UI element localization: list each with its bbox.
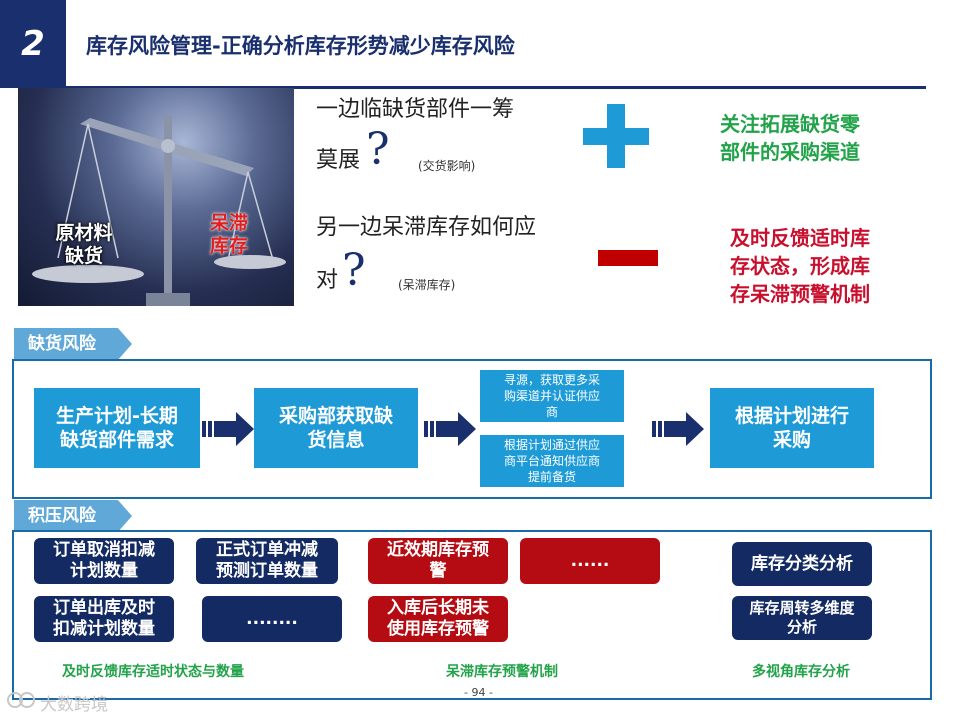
minus-icon <box>598 250 658 266</box>
near-expiry-warning-card: 近效期库存预 警 <box>368 538 508 584</box>
stagnant-warning-text: 及时反馈适时库 存状态，形成库 存呆滞预警机制 <box>730 226 870 306</box>
shortage-question-line1: 一边临缺货部件一筹 <box>316 97 515 122</box>
caption-warning-mechanism: 呆滞库存预警机制 <box>446 664 558 680</box>
raw-material-shortage-label: 原材料 缺货 <box>55 222 113 267</box>
shortage-question-line2: 莫展 <box>316 148 361 173</box>
arrow-right-icon <box>202 412 254 446</box>
order-outbound-card: 订单出库及时 扣减计划数量 <box>34 596 174 642</box>
overstock-risk-frame <box>12 530 932 700</box>
stagnant-inventory-label: 呆滞 库存 <box>209 212 248 257</box>
caption-feedback: 及时反馈库存适时状态与数量 <box>62 664 244 680</box>
caption-multi-analysis: 多视角库存分析 <box>752 664 850 680</box>
shortage-note: (交货影响) <box>418 159 476 173</box>
balance-scale-icon <box>32 116 286 306</box>
section-number: 2 <box>0 0 66 88</box>
shortage-risk-tab: 缺货风险 <box>14 328 132 360</box>
question-mark-icon: ? <box>342 245 366 296</box>
purchasing-info-step: 采购部获取缺 货信息 <box>254 388 418 468</box>
title-divider <box>66 86 926 89</box>
supplier-notify-step: 根据计划通过供应 商平台通知供应商 提前备货 <box>480 435 624 487</box>
stagnant-question-line1: 另一边呆滞库存如何应 <box>316 215 537 240</box>
arrow-right-icon <box>424 412 476 446</box>
procurement-step: 根据计划进行 采购 <box>710 388 874 468</box>
watermark-text: 大数跨境 <box>40 695 108 715</box>
order-cancel-card: 订单取消扣减 计划数量 <box>34 538 174 584</box>
inventory-turnover-card: 库存周转多维度 分析 <box>732 596 872 640</box>
sourcing-step: 寻源，获取更多采 购渠道并认证供应 商 <box>480 370 624 422</box>
watermark-logo-icon <box>6 690 36 710</box>
long-unused-warning-card: 入库后长期未 使用库存预警 <box>368 596 508 642</box>
expand-channels-text: 关注拓展缺货零 部件的采购渠道 <box>720 112 860 164</box>
overstock-risk-tab: 积压风险 <box>14 500 132 532</box>
production-plan-step: 生产计划-长期 缺货部件需求 <box>34 388 200 468</box>
plus-icon <box>607 104 625 168</box>
slide-title: 库存风险管理-正确分析库存形势减少库存风险 <box>86 34 515 58</box>
stagnant-note: (呆滞库存) <box>398 278 456 292</box>
stagnant-question-line2: 对 <box>316 268 339 293</box>
page-number: - 94 - <box>464 686 493 699</box>
inventory-classification-card: 库存分类分析 <box>732 542 872 586</box>
balance-scale-image: 原材料 缺货 呆滞 库存 <box>18 88 294 306</box>
shortage-risk-frame <box>12 359 932 499</box>
arrow-right-icon <box>652 412 704 446</box>
more-items-card: ........ <box>202 596 342 642</box>
formal-order-card: 正式订单冲减 预测订单数量 <box>196 538 338 584</box>
question-mark-icon: ? <box>366 124 390 175</box>
more-warnings-card: ...... <box>520 538 660 584</box>
